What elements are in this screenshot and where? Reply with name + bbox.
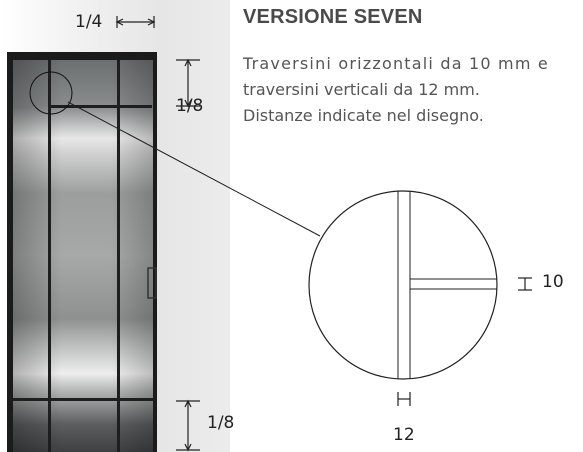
dimension-top-width	[115, 16, 156, 28]
dimension-label-bottom-height: 1/8	[207, 413, 235, 433]
dimension-top-height	[176, 58, 200, 108]
vertical-bar-right	[117, 60, 120, 452]
dimension-vertical-bar	[397, 392, 411, 406]
description-line-1: Traversini orizzontali da 10 mm e	[243, 54, 549, 73]
description-line-3: Distanze indicate nel disegno.	[243, 106, 484, 125]
dimension-label-horizontal-bar: 10	[542, 272, 564, 292]
dimension-label-vertical-bar: 12	[393, 425, 415, 445]
door-handle	[147, 267, 157, 299]
detail-leader-line	[67, 101, 321, 237]
detail-circle	[308, 190, 498, 380]
description-line-2: traversini verticali da 12 mm.	[243, 80, 480, 99]
dimension-label-top-width: 1/4	[75, 12, 103, 32]
vertical-bar-left	[48, 60, 51, 452]
dimension-bottom-height	[176, 399, 200, 452]
dimension-horizontal-bar	[518, 277, 532, 291]
detail-marker-circle	[29, 71, 73, 115]
dimension-label-top-height: 1/8	[176, 96, 204, 116]
horizontal-bar-top	[48, 105, 152, 108]
page-title: VERSIONE SEVEN	[243, 6, 423, 28]
door	[7, 52, 157, 452]
detail-magnified	[308, 190, 498, 380]
horizontal-bar-bottom	[13, 398, 153, 401]
